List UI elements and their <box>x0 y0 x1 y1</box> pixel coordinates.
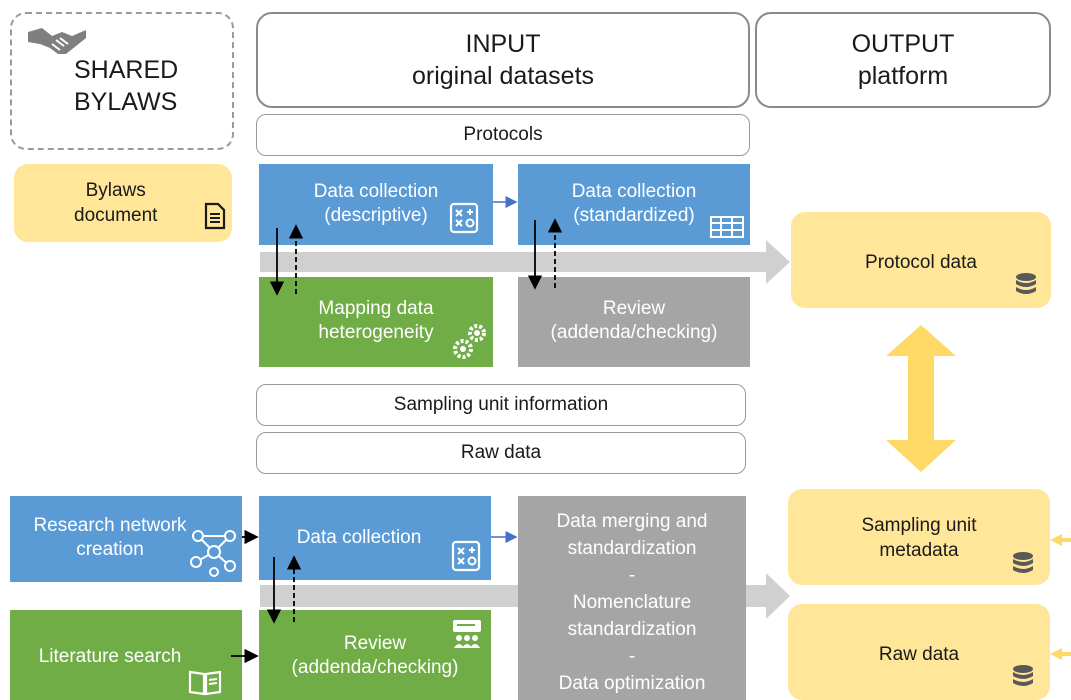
sampling-unit-bar: Sampling unit information <box>256 384 746 426</box>
output-header: OUTPUT platform <box>755 12 1051 108</box>
form-icon <box>449 202 479 234</box>
handshake-icon <box>28 28 86 54</box>
bylaws-document-label-2: document <box>74 205 158 226</box>
protocols-bar: Protocols <box>256 114 750 156</box>
flow-arrow-protocol <box>260 240 790 284</box>
literature-search-box: Literature search <box>10 610 242 700</box>
document-icon <box>204 202 226 230</box>
sampling-metadata-box: Sampling unit metadata <box>788 489 1050 585</box>
incoming-arrow-raw <box>1050 648 1071 660</box>
bylaws-title: SHARED BYLAWS <box>74 56 179 116</box>
review-protocol-box: Review (addenda/checking) <box>518 277 750 367</box>
incoming-arrow-metadata <box>1050 534 1071 546</box>
raw-data-output-box: Raw data <box>788 604 1050 700</box>
network-icon <box>190 530 236 577</box>
link-arrow-output <box>886 325 956 472</box>
gears-icon <box>453 324 486 359</box>
database-icon <box>1013 665 1033 686</box>
mapping-heterogeneity-box: Mapping data heterogeneity <box>259 277 493 367</box>
raw-data-bar: Raw data <box>256 432 746 474</box>
book-icon <box>188 670 222 696</box>
form-icon <box>451 540 481 572</box>
database-icon <box>1016 273 1036 294</box>
input-header: INPUT original datasets <box>256 12 750 108</box>
bylaws-document-label-1: Bylaws <box>85 180 146 201</box>
protocol-data-box: Protocol data <box>791 212 1051 308</box>
bylaws-document-box: Bylaws document <box>14 164 232 242</box>
research-network-box: Research network creation <box>10 496 242 582</box>
database-icon <box>1013 552 1033 573</box>
review-raw-box: Review (addenda/checking) <box>259 610 491 700</box>
data-collection-descriptive-box: Data collection (descriptive) <box>259 164 493 245</box>
shared-bylaws-box: SHARED BYLAWS <box>10 12 234 150</box>
presentation-icon <box>453 620 481 648</box>
data-merging-box: Data merging and standardization - Nomen… <box>518 496 746 700</box>
table-icon <box>710 216 744 238</box>
